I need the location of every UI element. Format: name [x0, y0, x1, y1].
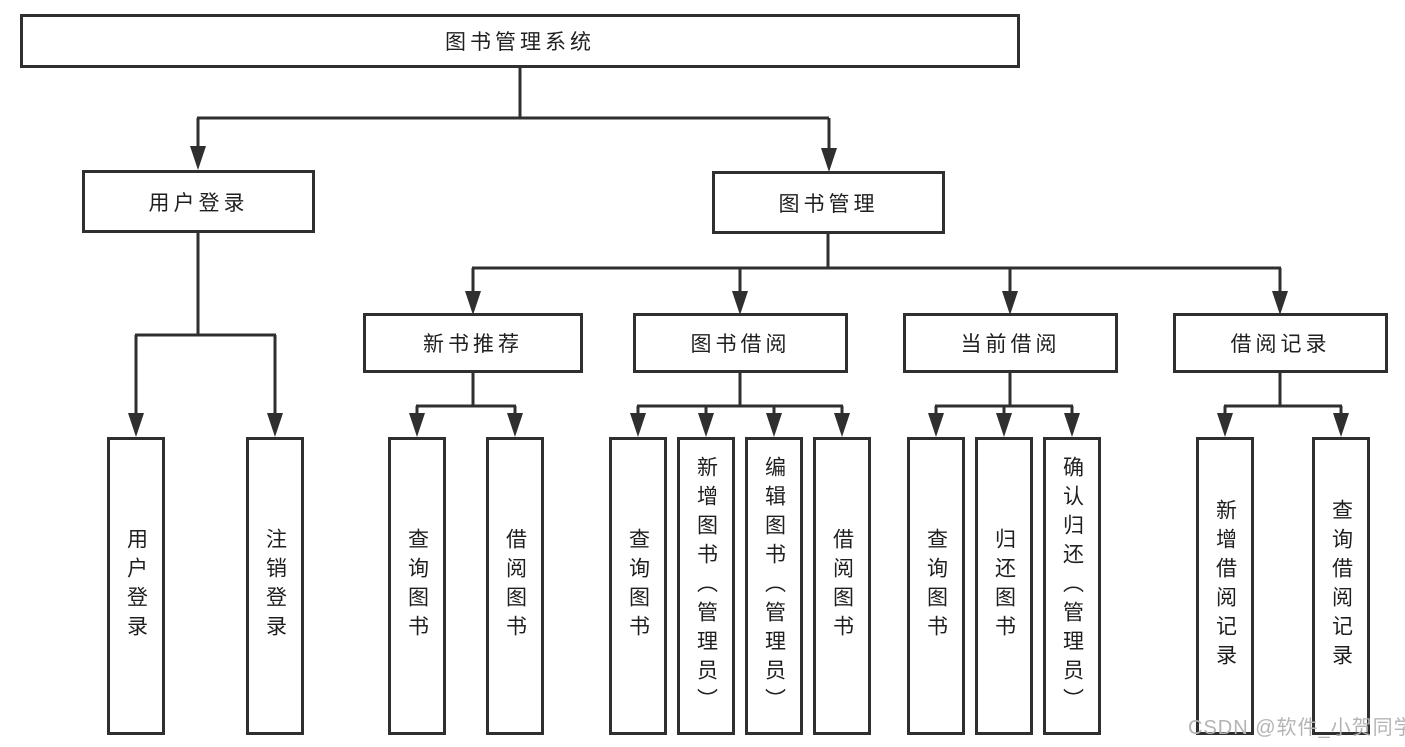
- node-label: 查询借阅记录: [1329, 499, 1353, 673]
- arrowhead: [1217, 413, 1233, 437]
- leaf-confirm-return-admin: 确认归还（管理员）: [1043, 437, 1101, 735]
- arrowhead: [1064, 413, 1080, 437]
- leaf-borrow-books: 借阅图书: [813, 437, 871, 735]
- arrowhead: [834, 413, 850, 437]
- arrowhead: [766, 413, 782, 437]
- csdn-watermark: CSDN @软件_小贺同学: [1188, 717, 1405, 739]
- leaf-return-book: 归还图书: [975, 437, 1033, 735]
- connector-book-mgmt-to-level2: [471, 234, 1282, 296]
- leaf-edit-book-admin: 编辑图书（管理员）: [745, 437, 803, 735]
- node-label: 借阅记录: [1230, 333, 1331, 356]
- arrowhead: [1272, 291, 1288, 315]
- arrowhead: [465, 291, 481, 315]
- node-borrowing-records: 借阅记录: [1173, 313, 1388, 373]
- node-label: 用户登录: [148, 191, 249, 215]
- node-label: 注销登录: [263, 528, 287, 644]
- leaf-query-books-current: 查询图书: [907, 437, 965, 735]
- arrowhead: [128, 413, 144, 437]
- node-label: 查询图书: [626, 528, 650, 644]
- node-label: 用户登录: [124, 528, 148, 644]
- leaf-query-books-recommendation: 查询图书: [388, 437, 446, 735]
- arrowhead: [928, 413, 944, 437]
- node-label: 图书管理系统: [445, 31, 595, 54]
- node-label: 编辑图书（管理员）: [762, 455, 786, 717]
- node-label: 图书借阅: [690, 333, 791, 356]
- node-current-borrowing: 当前借阅: [903, 313, 1118, 373]
- node-book-management: 图书管理: [712, 171, 945, 234]
- leaf-user-login: 用户登录: [107, 437, 165, 735]
- node-label: 新增借阅记录: [1213, 499, 1237, 673]
- arrowhead: [1333, 413, 1349, 437]
- node-label: 图书管理: [778, 192, 879, 216]
- node-label: 归还图书: [992, 528, 1016, 644]
- connector-book-borrow-to-leaves: [636, 373, 844, 420]
- node-label: 借阅图书: [830, 528, 854, 644]
- node-label: 新书推荐: [423, 333, 523, 356]
- arrowhead: [698, 413, 714, 437]
- arrowhead: [1002, 291, 1018, 315]
- connector-user-login-to-leaves: [134, 233, 277, 418]
- leaf-logout: 注销登录: [246, 437, 304, 735]
- node-book-borrowing: 图书借阅: [633, 313, 848, 373]
- node-root-system: 图书管理系统: [20, 14, 1020, 68]
- node-label: 确认归还（管理员）: [1060, 455, 1084, 717]
- arrowhead: [630, 413, 646, 437]
- leaf-query-borrow-record: 查询借阅记录: [1312, 437, 1370, 735]
- leaf-borrow-books-recommendation: 借阅图书: [486, 437, 544, 735]
- node-label: 查询图书: [405, 528, 429, 644]
- arrowhead: [821, 148, 837, 172]
- leaf-add-book-admin: 新增图书（管理员）: [677, 437, 735, 735]
- connector-new-book-rec-to-leaves: [415, 373, 517, 420]
- node-label: 借阅图书: [503, 528, 527, 644]
- arrowhead: [267, 413, 283, 437]
- arrowhead: [996, 413, 1012, 437]
- leaf-add-borrow-record: 新增借阅记录: [1196, 437, 1254, 735]
- node-label: 新增图书（管理员）: [694, 455, 718, 717]
- arrowhead: [409, 413, 425, 437]
- arrowhead: [732, 291, 748, 315]
- arrowhead: [507, 413, 523, 437]
- node-user-login: 用户登录: [82, 170, 315, 233]
- connector-root-to-level1: [196, 68, 831, 152]
- leaf-query-books-borrowing: 查询图书: [609, 437, 667, 735]
- connector-borrow-rec-to-leaves: [1223, 373, 1343, 420]
- node-label: 当前借阅: [960, 333, 1061, 356]
- node-new-book-recommendation: 新书推荐: [363, 313, 583, 373]
- node-label: 查询图书: [924, 528, 948, 644]
- arrowhead: [190, 146, 206, 170]
- connector-cur-borrow-to-leaves: [934, 373, 1074, 420]
